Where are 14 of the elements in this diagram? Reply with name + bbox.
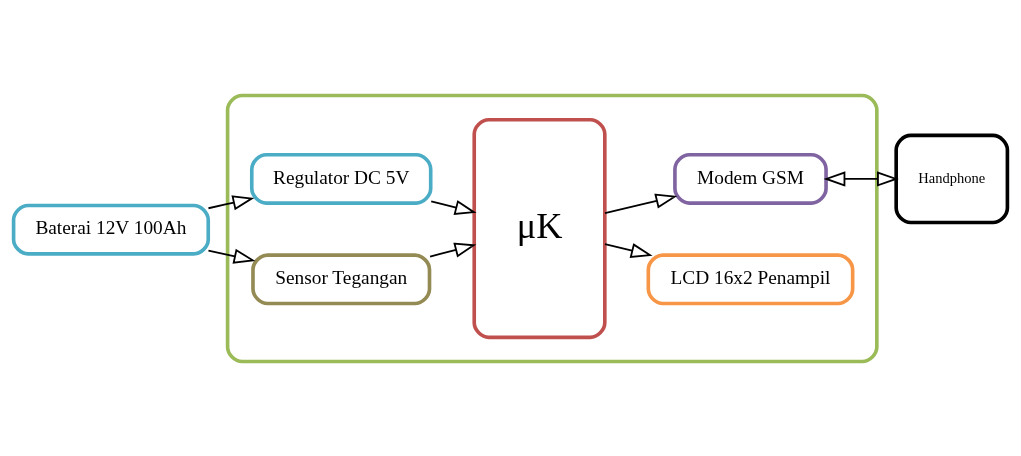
node-box: μK <box>472 117 607 339</box>
arrow <box>430 199 477 215</box>
node-box: Handphone <box>894 133 1010 224</box>
arrow <box>604 193 678 214</box>
node-box: Modem GSM <box>673 152 828 205</box>
node-box: Baterai 12V 100Ah <box>11 203 211 256</box>
arrow <box>823 170 899 187</box>
node-box: LCD 16x2 Penampil <box>646 252 855 305</box>
arrow <box>604 242 653 258</box>
arrow <box>207 194 255 210</box>
arrow <box>207 248 256 264</box>
node-box: Regulator DC 5V <box>249 152 433 205</box>
arrow <box>429 242 477 257</box>
node-box: Sensor Tegangan <box>251 252 432 305</box>
